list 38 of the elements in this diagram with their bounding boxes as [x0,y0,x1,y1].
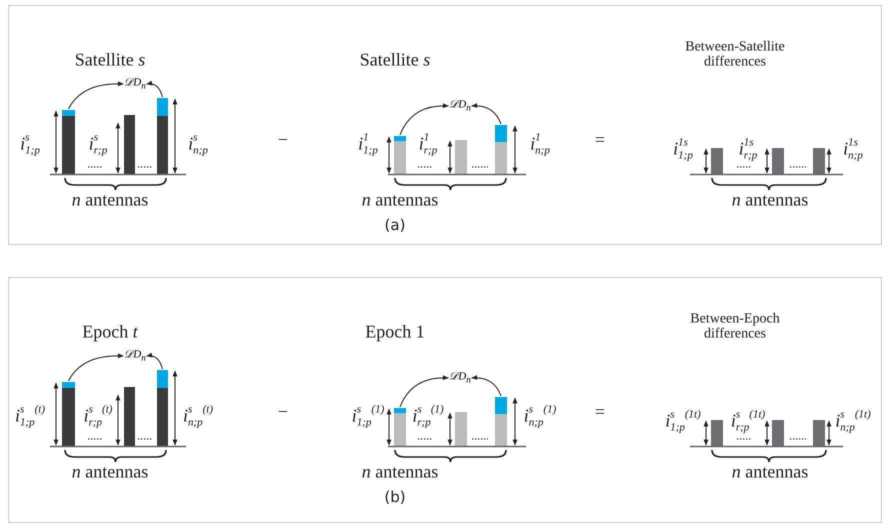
arrow [400,104,449,136]
arrow [68,82,124,110]
panel-caption: (a) [384,218,406,234]
panel-title: Epoch 1 [365,322,425,342]
brace-label: n antennas [362,190,438,210]
brace-label: n antennas [732,462,808,482]
arrow [146,353,163,370]
bar [394,136,406,174]
minus-sign: − [278,402,288,422]
panel-title: Between-Epoch differences [689,312,781,342]
panel-caption: (b) [384,490,406,506]
arrow [471,375,502,396]
bar [62,382,75,446]
bar [157,98,168,174]
equals-sign: = [594,402,606,422]
bar [495,125,507,174]
brace-label: n antennas [732,190,808,210]
node-label: 𝒟D$_{n}$ [124,349,146,363]
panel-title: Satellite s [74,50,146,70]
panel-title: Between-Satellite differences [684,40,786,70]
arrow [471,103,502,124]
brace-label: n antennas [72,462,148,482]
bar [62,110,75,174]
minus-sign: − [278,130,288,150]
bar [157,370,168,446]
arrow [68,354,124,382]
node-label: 𝒟D$_{n}$ [449,99,471,113]
equals-sign: = [594,130,606,150]
bar [495,397,507,446]
node-label: 𝒟D$_{n}$ [449,371,471,385]
bar [394,408,406,446]
brace-label: n antennas [362,462,438,482]
arrow [400,376,449,408]
node-label: 𝒟D$_{n}$ [124,77,146,91]
brace-label: n antennas [72,190,148,210]
panel-title: Satellite s [360,50,430,70]
arrow [146,81,163,98]
panel-title: Epoch t [82,322,138,342]
